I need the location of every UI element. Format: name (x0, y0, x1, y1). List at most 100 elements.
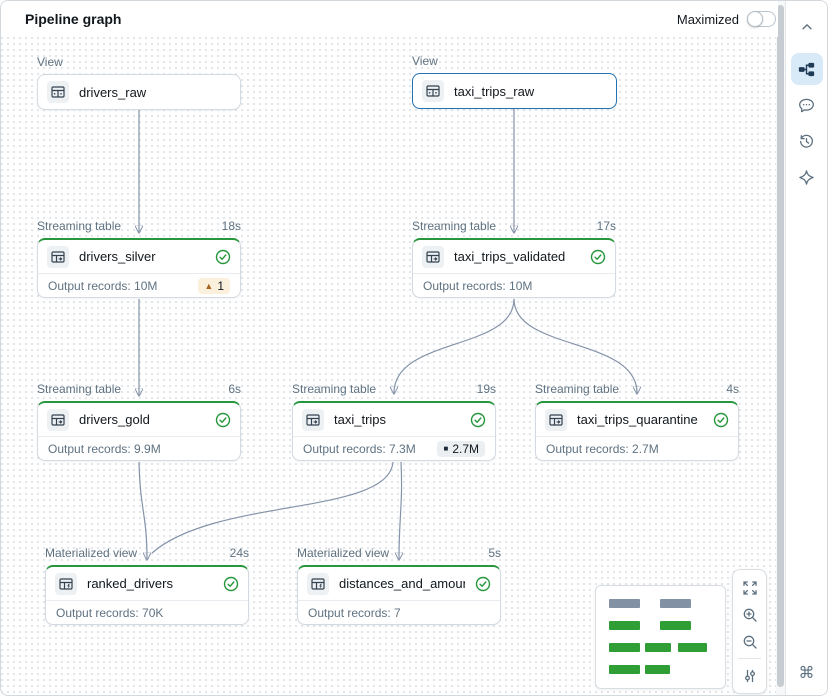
history-button[interactable] (791, 125, 823, 157)
node-name: taxi_trips_validated (454, 249, 566, 264)
node-ranked-drivers: Materialized view 24s ranked_drivers Out… (45, 546, 249, 625)
node-card-drivers-raw[interactable]: drivers_raw (37, 74, 241, 110)
node-drivers-gold: Streaming table 6s drivers_gold Output r… (37, 382, 241, 461)
node-card-distances-and-amounts[interactable]: distances_and_amounts_b… Output records:… (297, 565, 501, 625)
node-taxi-trips-quarantine: Streaming table 4s taxi_trips_quarantine… (535, 382, 739, 461)
node-duration: 6s (228, 382, 241, 396)
vertical-scrollbar (776, 1, 785, 695)
node-card-taxi-trips-validated[interactable]: taxi_trips_validated Output records: 10M (412, 238, 616, 298)
node-duration: 19s (476, 382, 496, 396)
success-check-icon (470, 412, 486, 428)
success-check-icon (475, 576, 491, 592)
node-drivers-silver: Streaming table 18s drivers_silver Outpu… (37, 219, 241, 298)
node-duration: 4s (726, 382, 739, 396)
minimap-node (609, 643, 640, 652)
node-type-label: View (412, 54, 438, 68)
node-taxi-trips-raw: View taxi_trips_raw (412, 54, 617, 109)
node-name: taxi_trips_raw (454, 83, 535, 99)
minimap-node (609, 599, 640, 608)
node-card-drivers-silver[interactable]: drivers_silver Output records: 10M ▲ 1 (37, 238, 241, 298)
streaming-table-icon (47, 408, 69, 431)
output-records: Output records: 70K (56, 605, 164, 620)
divider (738, 658, 761, 659)
output-records: Output records: 7 (308, 605, 401, 620)
minimap-node (660, 621, 691, 630)
node-type-label: Materialized view (297, 546, 390, 560)
history-clock-icon (800, 134, 813, 148)
node-drivers-raw: View drivers_raw (37, 55, 241, 110)
assistant-button[interactable] (791, 161, 823, 193)
streaming-table-icon (545, 408, 567, 431)
materialized-view-icon (307, 572, 329, 595)
topbar: Pipeline graph Maximized (1, 1, 778, 37)
streaming-table-icon (47, 245, 69, 268)
materialized-view-icon (55, 572, 77, 595)
output-records: Output records: 10M (48, 278, 158, 293)
minimap[interactable] (595, 585, 726, 689)
node-card-taxi-trips-raw[interactable]: taxi_trips_raw (412, 73, 617, 109)
minimap-node (609, 665, 640, 674)
square-icon: ■ (443, 444, 449, 453)
node-type-label: Streaming table (535, 382, 620, 396)
maximized-label: Maximized (676, 11, 739, 27)
node-name: drivers_silver (79, 249, 156, 264)
node-type-label: Streaming table (292, 382, 377, 396)
minimap-node (660, 599, 691, 608)
maximized-toggle[interactable] (747, 11, 776, 27)
expectation-warning-badge[interactable]: ▲ 1 (198, 277, 230, 294)
metric-value: 2.7M (452, 441, 479, 456)
right-icon-rail: ⌘ (785, 1, 827, 695)
success-check-icon (215, 412, 231, 428)
node-taxi-trips: Streaming table 19s taxi_trips Output re… (292, 382, 496, 461)
keyboard-shortcuts-button[interactable]: ⌘ (798, 665, 815, 682)
collapse-panel-button[interactable] (791, 11, 823, 43)
node-name: taxi_trips (334, 412, 387, 427)
minimap-node (645, 665, 670, 674)
scrollbar-thumb[interactable] (777, 5, 784, 687)
node-card-ranked-drivers[interactable]: ranked_drivers Output records: 70K (45, 565, 249, 625)
view-table-icon (422, 80, 444, 102)
minimap-node (678, 643, 707, 652)
node-card-taxi-trips[interactable]: taxi_trips Output records: 7.3M ■ 2.7M (292, 401, 496, 461)
node-type-label: Streaming table (37, 219, 122, 233)
node-type-label: View (37, 55, 63, 69)
node-duration: 18s (221, 219, 241, 233)
comments-button[interactable] (791, 89, 823, 121)
dropped-records-badge[interactable]: ■ 2.7M (437, 440, 485, 457)
node-duration: 24s (229, 546, 249, 560)
node-name: drivers_raw (79, 84, 147, 100)
success-check-icon (713, 412, 729, 428)
output-records: Output records: 10M (423, 278, 533, 293)
display-settings-button[interactable] (736, 662, 763, 689)
node-name: distances_and_amounts_b… (339, 576, 465, 591)
pipeline-graph-tool-button[interactable] (790, 53, 823, 85)
zoom-in-button[interactable] (736, 601, 763, 628)
minimap-node (645, 643, 671, 652)
page-title: Pipeline graph (25, 11, 122, 27)
node-duration: 5s (488, 546, 501, 560)
comment-bubble-icon (799, 98, 814, 112)
output-records: Output records: 9.9M (48, 441, 161, 456)
toggle-knob (747, 11, 763, 27)
node-card-taxi-trips-quarantine[interactable]: taxi_trips_quarantine Output records: 2.… (535, 401, 739, 461)
node-name: taxi_trips_quarantine (577, 412, 698, 427)
node-type-label: Streaming table (37, 382, 122, 396)
warning-count: 1 (217, 278, 224, 293)
streaming-table-icon (302, 408, 324, 431)
warning-triangle-icon: ▲ (204, 280, 214, 291)
zoom-controls (732, 569, 767, 694)
view-table-icon (47, 81, 69, 103)
node-type-label: Materialized view (45, 546, 138, 560)
success-check-icon (590, 249, 606, 265)
output-records: Output records: 2.7M (546, 441, 659, 456)
fit-to-screen-button[interactable] (736, 574, 763, 601)
node-name: ranked_drivers (87, 576, 173, 591)
node-card-drivers-gold[interactable]: drivers_gold Output records: 9.9M (37, 401, 241, 461)
node-name: drivers_gold (79, 412, 150, 427)
success-check-icon (215, 249, 231, 265)
zoom-out-button[interactable] (736, 628, 763, 655)
minimap-node (609, 621, 640, 630)
success-check-icon (223, 576, 239, 592)
node-duration: 17s (596, 219, 616, 233)
